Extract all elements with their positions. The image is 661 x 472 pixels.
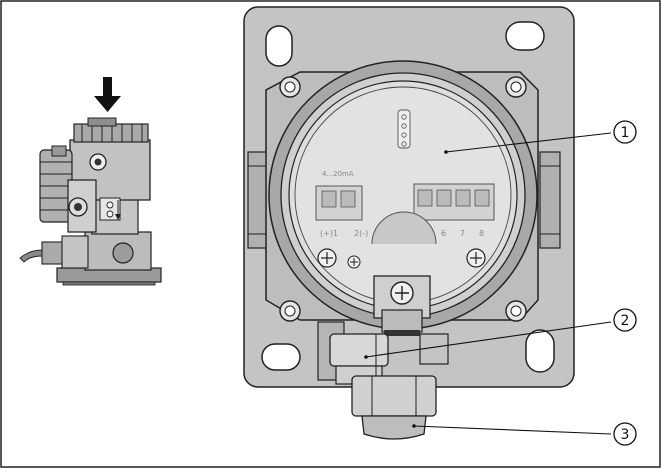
down-arrow-icon: [94, 77, 121, 112]
callout-1: 1: [444, 120, 637, 154]
terminal-number-label: 6: [441, 229, 446, 238]
terminal-minus-label: 2(-): [354, 229, 368, 238]
callout-3: 3: [412, 422, 637, 446]
callout-2: 2: [364, 308, 637, 359]
cable-gland-lower: [351, 375, 437, 440]
terminal-number-label: 7: [460, 229, 465, 238]
callout-number: 2: [621, 313, 630, 329]
mounting-slot: [525, 329, 555, 373]
terminal-plus-label: (+)1: [320, 229, 338, 238]
mounting-slot: [505, 21, 545, 51]
mounting-slot: [265, 25, 293, 67]
callout-number: 3: [621, 427, 630, 443]
electronics-insert: 4...20mA (+)1 2(-) 5 6 7 8: [315, 109, 495, 269]
callout-number: 1: [621, 125, 630, 141]
current-range-label: 4...20mA: [322, 170, 354, 178]
terminal-number-label: 8: [479, 229, 484, 238]
ground-terminal: [373, 275, 431, 336]
mounting-slot: [261, 343, 301, 371]
housing-open-view: 4...20mA (+)1 2(-) 5 6 7 8: [243, 6, 575, 440]
corner-screws: [279, 76, 527, 322]
sensor-device-icon: [19, 77, 162, 286]
cable-gland-upper: [317, 321, 389, 385]
